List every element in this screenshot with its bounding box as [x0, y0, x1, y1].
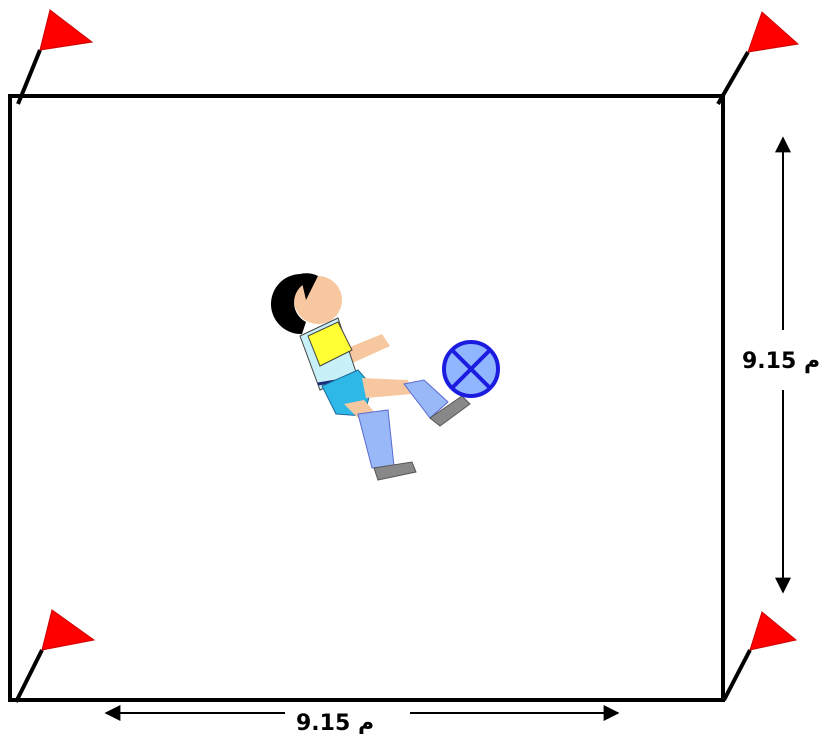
- corner-flag-icon: [724, 612, 796, 700]
- width-dimension-label: 9.15 م: [296, 711, 374, 734]
- corner-flag-icon: [16, 610, 94, 702]
- player-kicking-icon: [271, 273, 470, 480]
- corner-flag-icon: [718, 12, 798, 104]
- corner-flag-icon: [18, 10, 92, 104]
- ball-icon: [444, 342, 498, 396]
- height-dimension-label: 9.15 م: [742, 349, 820, 374]
